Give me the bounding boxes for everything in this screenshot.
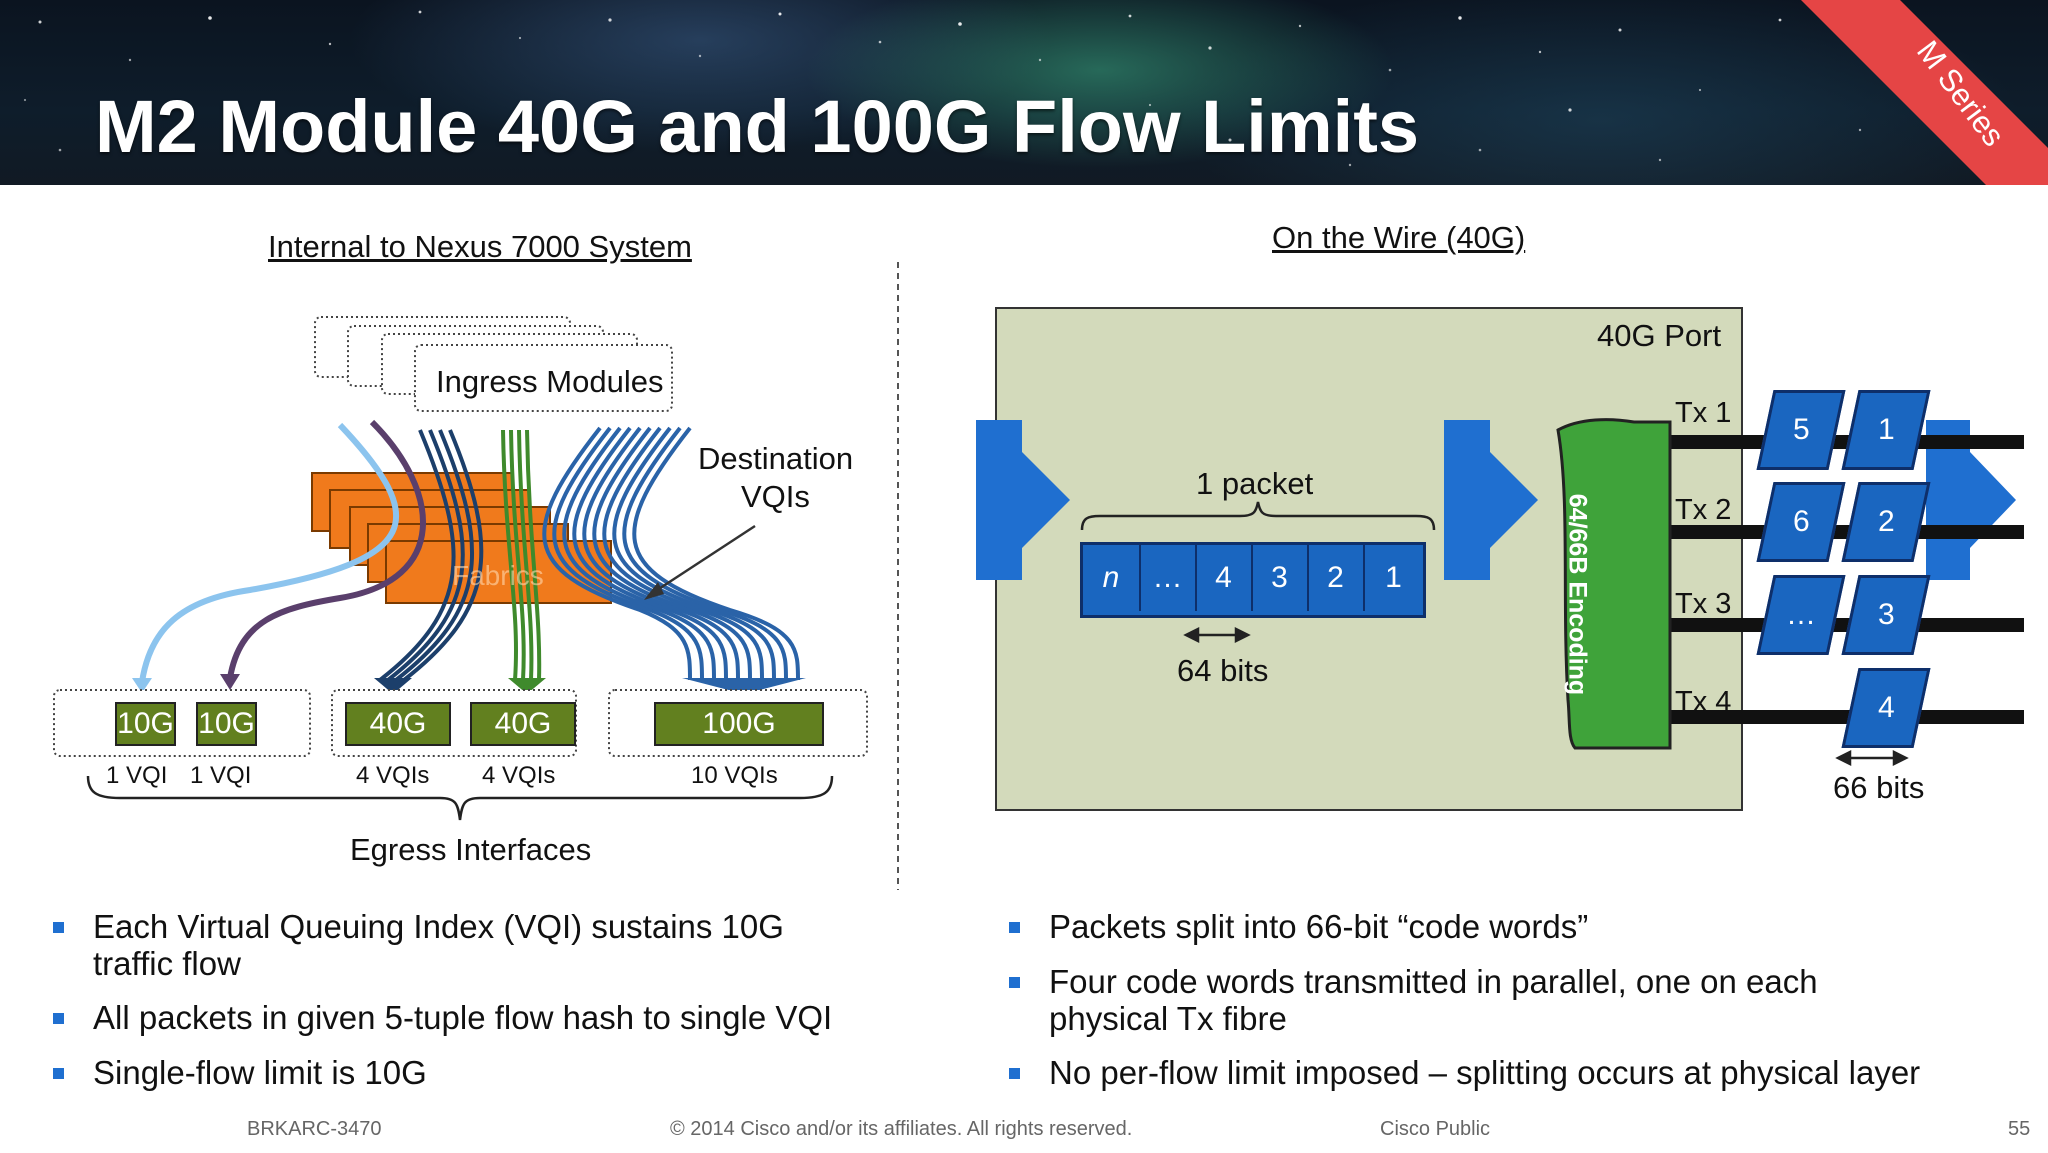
egress-interfaces-label: Egress Interfaces <box>350 832 592 867</box>
footer-session: BRKARC-3470 <box>247 1118 382 1140</box>
slide-header: M Series M2 Module 40G and 100G Flow Lim… <box>0 0 2048 185</box>
right-bullet: Four code words transmitted in parallel,… <box>1049 963 1818 1037</box>
tx-label: Tx 4 <box>1675 686 1732 718</box>
vqi-count: 1 VQI <box>106 762 168 789</box>
egress-port-40g: 40G <box>470 702 576 746</box>
right-bullet: Packets split into 66-bit “code words” <box>1049 908 1589 945</box>
packet-cell: 2 <box>1308 545 1365 611</box>
bullet-marker <box>1009 1068 1020 1079</box>
destination-label-line1: Destination <box>698 441 854 476</box>
encoding-label: 64/66B Encoding <box>1563 493 1592 696</box>
packet-cell: n <box>1083 545 1141 611</box>
encoding-block <box>1556 418 1672 750</box>
left-heading: Internal to Nexus 7000 System <box>268 229 692 264</box>
packet-cell: 1 <box>1385 561 1402 594</box>
vqi-count: 4 VQIs <box>482 762 556 789</box>
egress-port-40g: 40G <box>345 702 451 746</box>
right-heading: On the Wire (40G) <box>1272 220 1526 255</box>
egress-port-100g: 100G <box>654 702 824 746</box>
left-bullet: All packets in given 5-tuple flow hash t… <box>93 999 833 1036</box>
mid-arrow <box>1444 420 1538 580</box>
packet-bar: n … 4 3 2 1 <box>1080 542 1426 618</box>
flow-100g <box>542 426 800 681</box>
tx-label: Tx 1 <box>1675 397 1732 429</box>
footer-classification: Cisco Public <box>1380 1118 1491 1140</box>
egress-port-10g: 10G <box>196 702 257 746</box>
left-bullet: Single-flow limit is 10G <box>93 1054 427 1091</box>
tx-label: Tx 2 <box>1675 494 1732 526</box>
bits66-arrow <box>1835 749 1909 767</box>
bits66-label: 66 bits <box>1833 770 1925 805</box>
destination-label-line2: VQIs <box>741 479 810 514</box>
egress-brace <box>86 775 834 821</box>
fabrics-label: Fabrics <box>452 560 544 591</box>
destination-pointer <box>647 524 756 598</box>
packet-label: 1 packet <box>1196 466 1314 501</box>
output-arrow <box>1926 420 2016 580</box>
starfield <box>23 10 1862 167</box>
footer-copyright: © 2014 Cisco and/or its affiliates. All … <box>670 1118 1133 1140</box>
egress-port-10g: 10G <box>115 702 176 746</box>
packet-cell: 4 <box>1196 545 1253 611</box>
ingress-module-card <box>414 344 673 412</box>
right-bullet: No per-flow limit imposed – splitting oc… <box>1049 1054 1921 1091</box>
packet-cell: 3 <box>1252 545 1309 611</box>
egress-group-10g <box>53 689 311 757</box>
bullet-marker <box>1009 977 1020 988</box>
input-arrow <box>976 420 1070 580</box>
bullet-marker <box>53 1013 64 1024</box>
bullet-marker <box>53 922 64 933</box>
vqi-count: 1 VQI <box>190 762 252 789</box>
port-label: 40G Port <box>1597 318 1722 353</box>
bullet-marker <box>53 1068 64 1079</box>
bits64-arrow <box>1183 626 1251 644</box>
bits64-label: 64 bits <box>1177 653 1269 688</box>
flow-10g-b <box>227 419 426 679</box>
slide-title: M2 Module 40G and 100G Flow Limits <box>95 85 1420 168</box>
ingress-modules-label: Ingress Modules <box>436 364 664 399</box>
flow-10g-a <box>139 422 400 683</box>
packet-brace <box>1080 501 1436 531</box>
left-bullet: Each Virtual Queuing Index (VQI) sustain… <box>93 908 784 982</box>
page-number: 55 <box>2008 1118 2031 1140</box>
flow-40g-b <box>501 429 542 681</box>
packet-cell: … <box>1140 545 1197 611</box>
vqi-count: 4 VQIs <box>356 762 430 789</box>
flow-40g-a <box>378 429 484 682</box>
vqi-count: 10 VQIs <box>691 762 778 789</box>
tx-label: Tx 3 <box>1675 588 1732 620</box>
bullet-marker <box>1009 922 1020 933</box>
